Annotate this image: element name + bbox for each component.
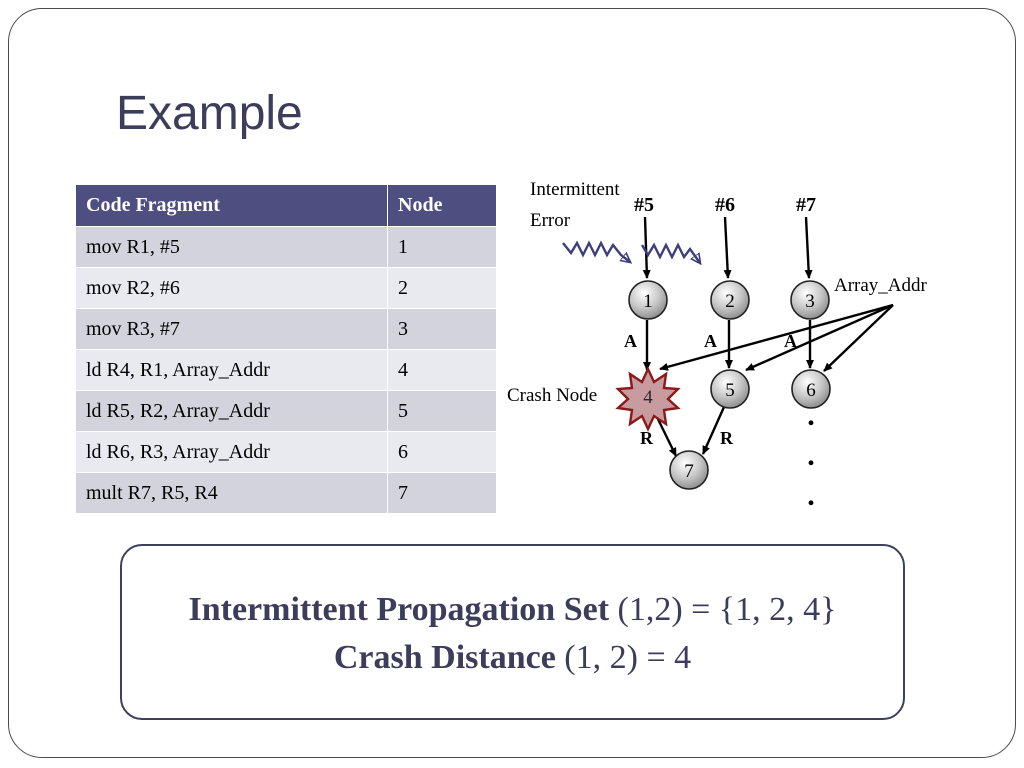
input-label-5: #5	[634, 194, 654, 216]
node-6: 6	[791, 369, 831, 409]
table-header-row: Code Fragment Node	[75, 184, 497, 227]
node-1: 1	[628, 280, 668, 320]
table-row: ld R6, R3, Array_Addr 6	[75, 431, 497, 473]
edge-label-a-2: A	[704, 331, 717, 351]
summary-box: Intermittent Propagation Set (1,2) = {1,…	[120, 544, 905, 720]
node-cell: 3	[387, 308, 497, 350]
node-2: 2	[710, 280, 750, 320]
error-arrow-2	[640, 242, 700, 263]
header-code-fragment: Code Fragment	[75, 184, 388, 227]
edge-array-6	[823, 304, 894, 372]
crash-node-4: 4	[615, 366, 681, 432]
table-row: ld R5, R2, Array_Addr 5	[75, 390, 497, 432]
edge-4-7	[654, 414, 678, 457]
table-row: mov R1, #5 1	[75, 226, 497, 268]
code-cell: ld R5, R2, Array_Addr	[75, 390, 388, 432]
node-cell: 6	[387, 431, 497, 473]
table-row: mov R2, #6 2	[75, 267, 497, 309]
edge-label-a-3: A	[784, 331, 797, 351]
node-cell: 1	[387, 226, 497, 268]
error-label-line1: Intermittent	[530, 179, 620, 200]
slide-title: Example	[116, 87, 303, 140]
code-cell: mov R1, #5	[75, 226, 388, 268]
edge-input-2	[723, 216, 732, 279]
node-7: 7	[669, 450, 709, 490]
node-3: 3	[790, 280, 830, 320]
code-cell: mov R3, #7	[75, 308, 388, 350]
edge-label-r-2: R	[720, 428, 734, 448]
propagation-set-line: Intermittent Propagation Set (1,2) = {1,…	[122, 586, 903, 634]
edge-label-a-1: A	[624, 331, 637, 351]
node-label: 7	[684, 461, 694, 482]
table-row: mov R3, #7 3	[75, 308, 497, 350]
crash-distance-value: (1, 2) = 4	[555, 639, 692, 676]
continuation-dot: .	[807, 479, 815, 512]
edge-5-7	[701, 406, 726, 455]
code-cell: ld R6, R3, Array_Addr	[75, 431, 388, 473]
crash-distance-term: Crash Distance	[333, 639, 556, 676]
edge-array-4	[659, 303, 894, 371]
node-cell: 2	[387, 267, 497, 309]
node-5: 5	[710, 369, 750, 409]
node-cell: 7	[387, 472, 497, 514]
error-arrow-1	[562, 240, 630, 262]
propagation-set-value: (1,2) = {1, 2, 4}	[609, 591, 837, 628]
continuation-dot: .	[807, 439, 815, 472]
code-cell: ld R4, R1, Array_Addr	[75, 349, 388, 391]
code-cell: mov R2, #6	[75, 267, 388, 309]
edge-array-5	[745, 303, 894, 372]
table-row: mult R7, R5, R4 7	[75, 472, 497, 514]
crash-distance-line: Crash Distance (1, 2) = 4	[122, 634, 903, 682]
edge-input-3	[804, 216, 813, 279]
edge-label-r-1: R	[640, 428, 654, 448]
node-cell: 4	[387, 349, 497, 391]
node-label: 2	[725, 291, 735, 312]
continuation-dot: .	[807, 399, 815, 432]
propagation-set-term: Intermittent Propagation Set	[188, 591, 610, 628]
node-label: 1	[643, 291, 653, 312]
table-row: ld R4, R1, Array_Addr 4	[75, 349, 497, 391]
code-table: Code Fragment Node mov R1, #5 1 mov R2, …	[75, 184, 497, 514]
input-label-6: #6	[715, 194, 735, 216]
header-node: Node	[387, 184, 497, 227]
edge-input-1	[642, 216, 651, 279]
error-label-line2: Error	[530, 210, 571, 231]
node-label: 4	[643, 387, 653, 408]
slide-frame	[8, 8, 1016, 758]
node-label: 5	[725, 380, 735, 401]
input-label-7: #7	[796, 194, 816, 216]
crash-burst-icon	[615, 366, 681, 432]
node-label: 6	[806, 380, 816, 401]
code-cell: mult R7, R5, R4	[75, 472, 388, 514]
crash-node-label: Crash Node	[507, 385, 597, 406]
node-label: 3	[805, 291, 815, 312]
node-cell: 5	[387, 390, 497, 432]
dataflow-diagram: Intermittent Error #5 #6 #7 Array_Addr C…	[507, 179, 928, 512]
array-addr-label: Array_Addr	[834, 275, 928, 296]
